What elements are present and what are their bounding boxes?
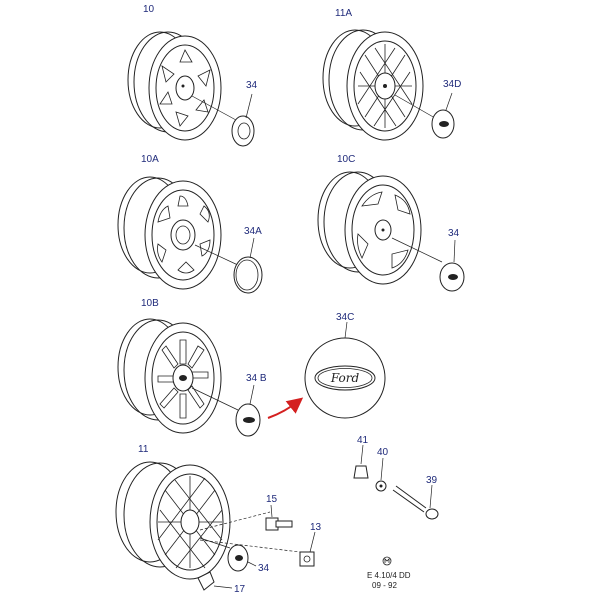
wheel-10b — [117, 318, 222, 434]
washer-40 — [375, 480, 387, 492]
bolt-15 — [265, 517, 293, 531]
center-cap-34b — [235, 403, 261, 437]
label-40: 40 — [377, 447, 389, 458]
footer-code: E 4.10/4 DD — [367, 571, 411, 580]
detail-arrow — [267, 397, 304, 419]
label-34c: 34C — [336, 312, 354, 323]
wheel-11a — [322, 29, 424, 141]
label-34a: 34A — [244, 226, 262, 237]
label-34d: 34D — [443, 79, 461, 90]
label-10b: 10B — [141, 298, 159, 309]
label-13: 13 — [310, 522, 322, 533]
label-34b: 34 B — [246, 373, 267, 384]
label-11a: 11A — [335, 8, 352, 19]
label-10: 10 — [143, 4, 155, 15]
nut-13 — [299, 551, 315, 567]
label-41: 41 — [357, 435, 369, 446]
footer-symbol — [382, 556, 392, 566]
footer-date: 09 - 92 — [372, 581, 397, 590]
wheel-10c — [317, 171, 422, 285]
label-17: 17 — [234, 584, 246, 595]
nut-41 — [353, 465, 369, 479]
label-34-bottom: 34 — [258, 563, 270, 574]
emblem-34c: Ford — [304, 337, 386, 419]
wheel-10 — [127, 31, 222, 141]
label-10c: 10C — [337, 154, 355, 165]
label-15: 15 — [266, 494, 278, 505]
center-cap-34-mid — [439, 262, 465, 292]
valve-17 — [197, 571, 215, 591]
label-10a: 10A — [141, 154, 159, 165]
bolt-39 — [392, 485, 439, 520]
label-39: 39 — [426, 475, 438, 486]
label-11: 11 — [138, 444, 149, 455]
center-cap-34-top — [231, 115, 255, 147]
label-34-top: 34 — [246, 80, 258, 91]
center-cap-34-bottom — [227, 544, 249, 572]
center-cap-34a — [233, 256, 263, 294]
wheel-10a — [117, 176, 222, 290]
wheel-11 — [115, 461, 231, 580]
center-cap-34d — [431, 109, 455, 139]
label-34-mid: 34 — [448, 228, 460, 239]
ford-emblem-text: Ford — [330, 371, 360, 385]
